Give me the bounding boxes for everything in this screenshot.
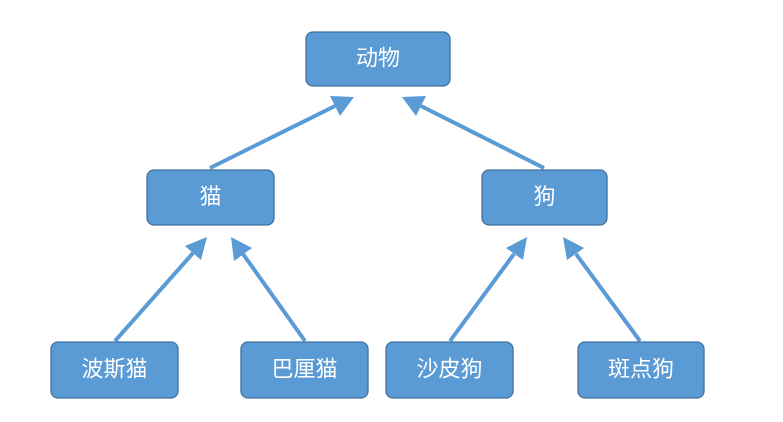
node-dog-label: 狗 (533, 185, 555, 210)
arrow-dog-to-animal (402, 96, 545, 170)
node-cat-label: 猫 (199, 185, 221, 210)
node-animal-label: 动物 (356, 47, 400, 72)
node-persian-cat-label: 波斯猫 (81, 358, 147, 383)
node-balinese-cat: 巴厘猫 (240, 341, 369, 399)
node-dalmatian-dog: 斑点狗 (577, 341, 705, 399)
node-shar-pei-dog: 沙皮狗 (385, 341, 514, 399)
node-shar-pei-dog-label: 沙皮狗 (416, 358, 482, 383)
node-cat: 猫 (146, 169, 275, 226)
node-persian-cat: 波斯猫 (50, 341, 179, 399)
arrow-cat-to-animal (209, 96, 354, 170)
arrow-persian-to-cat (113, 237, 207, 343)
node-dog: 狗 (481, 169, 608, 226)
arrow-dalmatian-to-dog (563, 237, 642, 343)
node-balinese-cat-label: 巴厘猫 (271, 358, 337, 383)
arrow-balinese-to-cat (231, 237, 307, 343)
node-animal: 动物 (305, 31, 451, 87)
node-dalmatian-dog-label: 斑点狗 (608, 358, 674, 383)
arrow-sharpei-to-dog (448, 237, 527, 343)
